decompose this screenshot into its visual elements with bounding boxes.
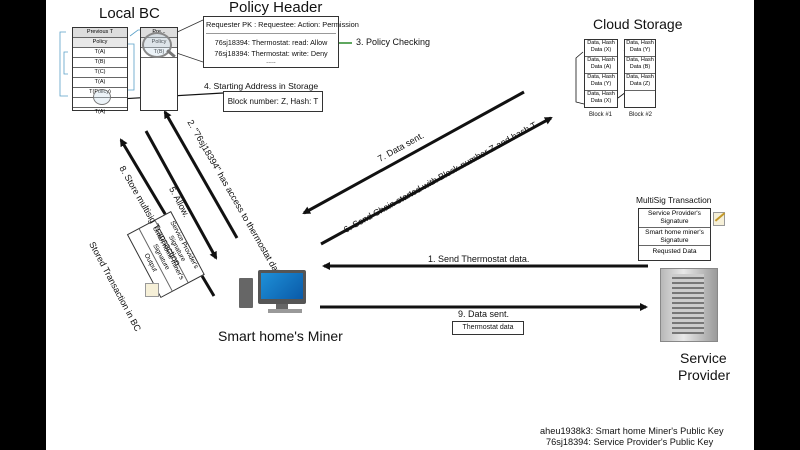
- multisig-row: Requsted Data: [652, 248, 697, 255]
- storage-cell: [625, 91, 655, 107]
- storage-cell: Data, Hash Data (A): [585, 57, 617, 74]
- monitor-stand: [276, 304, 288, 309]
- policy-header-title: Policy Header: [229, 0, 323, 16]
- thermostat-data-label: Thermostat data: [462, 324, 514, 331]
- starting-address-box: Block number: Z, Hash: T: [223, 91, 323, 112]
- arrow-6: [320, 116, 553, 246]
- multisig-box: Service Provider's Signature Smart home …: [638, 208, 711, 261]
- block-2-label: Block #2: [629, 112, 653, 118]
- chain-cell: Previous T: [73, 28, 127, 38]
- multisig-row: Smart home miner's Signature: [639, 228, 710, 246]
- storage-link: [575, 51, 585, 105]
- key-legend-2: 76sj18394: Service Provider's Public Key: [546, 437, 714, 447]
- magnifier-icon: [142, 32, 172, 58]
- provider-label-1: Service: [680, 350, 727, 366]
- server-slots: [672, 274, 704, 334]
- chain-link: [128, 43, 135, 91]
- storage-cell: Data, Hash Data (B): [625, 57, 655, 74]
- arrow-9-label: 9. Data sent.: [458, 309, 510, 319]
- chain-cell: T(A): [73, 48, 127, 58]
- multisig-title: MultiSig Transaction: [636, 195, 712, 205]
- miner-label: Smart home's Miner: [218, 328, 343, 344]
- chain-cell: [73, 98, 127, 108]
- arrow-1-label: 1. Send Thermostat data.: [428, 254, 530, 264]
- multisig-row: Service Provider's Signature: [639, 209, 710, 228]
- storage-cell: Data, Hash Data (X): [587, 91, 615, 104]
- local-bc-title: Local BC: [99, 5, 160, 22]
- computer-monitor-icon: [258, 270, 306, 304]
- storage-cell: Data, Hash Data (Y): [625, 40, 655, 57]
- policy-format: Requester PK : Requestee: Action: Permis…: [206, 20, 359, 34]
- block-1-label: Block #1: [589, 112, 613, 118]
- magnifier-icon: [93, 89, 111, 105]
- arrow-7: [302, 90, 525, 215]
- computer-tower-icon: [239, 278, 253, 308]
- chain-cell: Policy: [73, 38, 127, 48]
- chain-link: [59, 31, 68, 97]
- cloud-block-2: Data, Hash Data (Y) Data, Hash Data (B) …: [624, 39, 656, 108]
- keyboard-icon: [268, 309, 302, 313]
- signature-pen-icon: [145, 283, 159, 297]
- thermostat-data-box: Thermostat data: [452, 321, 524, 335]
- provider-label-2: Provider: [678, 367, 731, 383]
- policy-more: .....: [266, 58, 276, 65]
- chain-cell: T(A): [94, 109, 106, 115]
- starting-address-content: Block number: Z, Hash: T: [227, 97, 319, 106]
- policy-header-box: Requester PK : Requestee: Action: Permis…: [203, 16, 359, 68]
- arrow-5: [144, 130, 218, 260]
- storage-cell: Data, Hash Data (X): [585, 40, 617, 57]
- policy-checking-label: 3. Policy Checking: [356, 37, 431, 47]
- chain-cell: T(C): [73, 68, 127, 78]
- diagram-canvas: Local BC Previous T Policy T(A) T(B) T(C…: [46, 0, 754, 450]
- storage-cell: Data, Hash Data (Z): [625, 74, 655, 91]
- starting-address-title: 4. Starting Address in Storage: [204, 81, 319, 91]
- policy-row: 76sj18394: Thermostat: read: Allow: [214, 38, 328, 47]
- arrow-2: [163, 110, 239, 239]
- chain-link: [63, 51, 68, 75]
- policy-row: 76sj18394: Thermostat: write: Deny: [214, 49, 328, 58]
- chain-cell: T(A): [73, 78, 127, 88]
- cloud-block-1: Data, Hash Data (X) Data, Hash Data (A) …: [584, 39, 618, 108]
- key-legend-1: aheu1938k3: Smart home Miner's Public Ke…: [540, 426, 724, 436]
- chain-cell: T(B): [73, 58, 127, 68]
- cloud-storage-title: Cloud Storage: [593, 16, 683, 32]
- storage-cell: Data, Hash Data (Y): [585, 74, 617, 91]
